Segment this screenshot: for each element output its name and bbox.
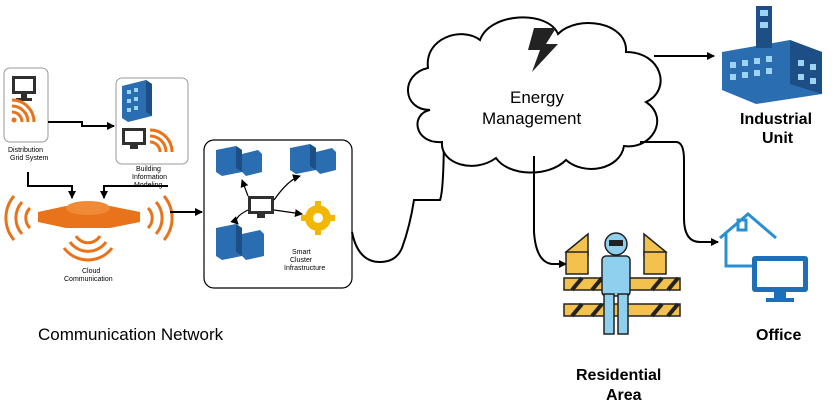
distribution-label-2: Grid System [10, 155, 49, 162]
building-icon [216, 224, 264, 260]
office-label: Office [756, 327, 801, 344]
monitor-icon [122, 128, 146, 149]
cloud-communication-label-2: Communication [64, 276, 113, 283]
arrow-distribution-to-cloud [27, 172, 76, 199]
satellite-icon [4, 195, 174, 262]
worker-icon [563, 232, 681, 335]
smart-cluster-label-1: Smart [292, 249, 311, 256]
distribution-grid-node [3, 67, 49, 143]
energy-management-label-2: Management [482, 109, 582, 128]
bim-label-2: Information [132, 174, 167, 181]
energy-management-label-1: Energy [510, 88, 564, 107]
residential-area-label-2: Area [606, 387, 642, 404]
smart-cluster-label-2: Cluster [290, 257, 313, 264]
monitor-icon [248, 196, 274, 218]
monitor-icon [752, 256, 808, 302]
factory-icon [722, 6, 822, 104]
smart-cluster-label-3: Infrastructure [284, 265, 325, 272]
wifi-icon [149, 128, 174, 153]
communication-network-title: Communication Network [38, 325, 224, 344]
wifi-icon [11, 98, 36, 123]
building-information-node [115, 77, 189, 165]
industrial-unit-label-1: Industrial [740, 111, 812, 128]
distribution-label-1: Distribution [8, 147, 43, 154]
building-icon [122, 80, 152, 122]
building-icon [216, 146, 262, 176]
energy-management-node [407, 16, 662, 174]
monitor-icon [12, 76, 36, 101]
bim-label-1: Building [136, 166, 161, 173]
arrow-energy-to-residential [533, 156, 567, 268]
gear-icon [301, 201, 335, 235]
house-icon [719, 212, 777, 268]
arrow-bim-to-cloud [100, 185, 168, 199]
smart-cluster-node [203, 139, 353, 289]
building-icon [290, 144, 336, 174]
cloud-communication-label-1: Cloud [82, 268, 100, 275]
arrow-energy-to-office [640, 141, 719, 246]
lightning-icon [528, 28, 558, 72]
arrow-distribution-to-bim [48, 121, 115, 130]
industrial-unit-label-2: Unit [762, 130, 794, 147]
residential-area-label-1: Residential [576, 367, 661, 384]
arrow-smart-cluster-to-energy [351, 123, 448, 264]
